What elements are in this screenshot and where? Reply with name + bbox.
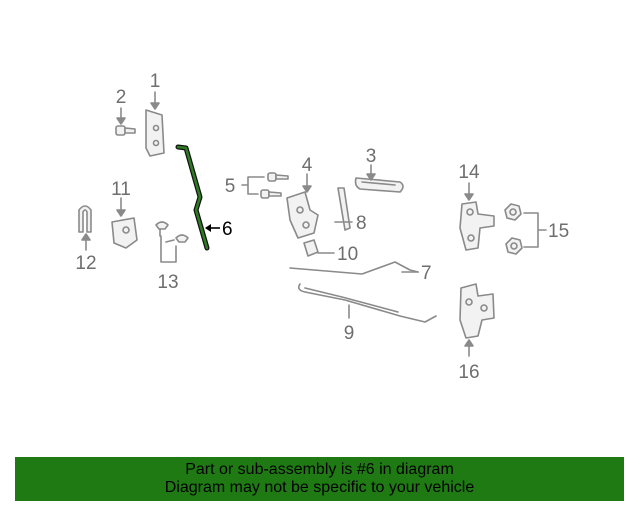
part-15-nuts [504, 203, 523, 255]
callout-9: 9 [344, 323, 355, 344]
part-3-outside-handle [354, 177, 404, 193]
part-6-rod-highlighted [175, 144, 210, 251]
banner-line-1: Part or sub-assembly is #6 in diagram [185, 461, 454, 478]
callout-13: 13 [157, 272, 178, 293]
leader-5 [241, 176, 265, 195]
callout-5: 5 [225, 176, 236, 197]
parts-diagram: 1 2 3 4 5 6 7 8 9 10 11 12 13 14 15 16 [75, 71, 569, 383]
part-5-screws [260, 172, 289, 199]
arrow-1 [150, 102, 160, 110]
callout-8: 8 [356, 213, 367, 234]
leader-13 [160, 235, 177, 263]
info-banner: Part or sub-assembly is #6 in diagram Di… [15, 457, 624, 501]
part-2-bolt [115, 125, 136, 136]
callout-12: 12 [75, 253, 96, 274]
part-4-latch [286, 191, 319, 239]
part-14-hinge [459, 201, 495, 251]
arrow-6 [205, 224, 211, 232]
part-8-clip [337, 187, 351, 231]
callout-6: 6 [222, 219, 233, 240]
part-7-rod [289, 261, 419, 275]
arrow-11 [116, 209, 126, 217]
part-10-clip [303, 239, 319, 257]
arrow-12 [81, 233, 91, 241]
callout-14: 14 [458, 162, 480, 183]
part-16-hinge-bracket [459, 283, 495, 339]
part-13-screws [155, 221, 189, 243]
callout-2: 2 [116, 87, 127, 108]
part-9-cable [298, 283, 437, 323]
callout-11: 11 [111, 179, 131, 200]
part-11-striker-cover [111, 217, 138, 249]
arrow-4 [302, 185, 312, 193]
arrow-16 [464, 339, 474, 347]
banner-line-2: Diagram may not be specific to your vehi… [164, 479, 475, 496]
part-1-hinge [145, 109, 165, 157]
part-12-bumper [78, 205, 92, 233]
callout-4: 4 [302, 155, 313, 176]
callout-7: 7 [421, 263, 432, 284]
leader-15 [523, 212, 547, 248]
callout-3: 3 [366, 146, 377, 167]
arrow-14 [464, 193, 474, 201]
callout-1: 1 [150, 71, 161, 92]
arrow-3 [366, 173, 376, 181]
callout-15: 15 [548, 221, 569, 242]
callout-10: 10 [337, 244, 358, 265]
arrow-2 [116, 117, 126, 125]
callout-16: 16 [458, 362, 479, 383]
